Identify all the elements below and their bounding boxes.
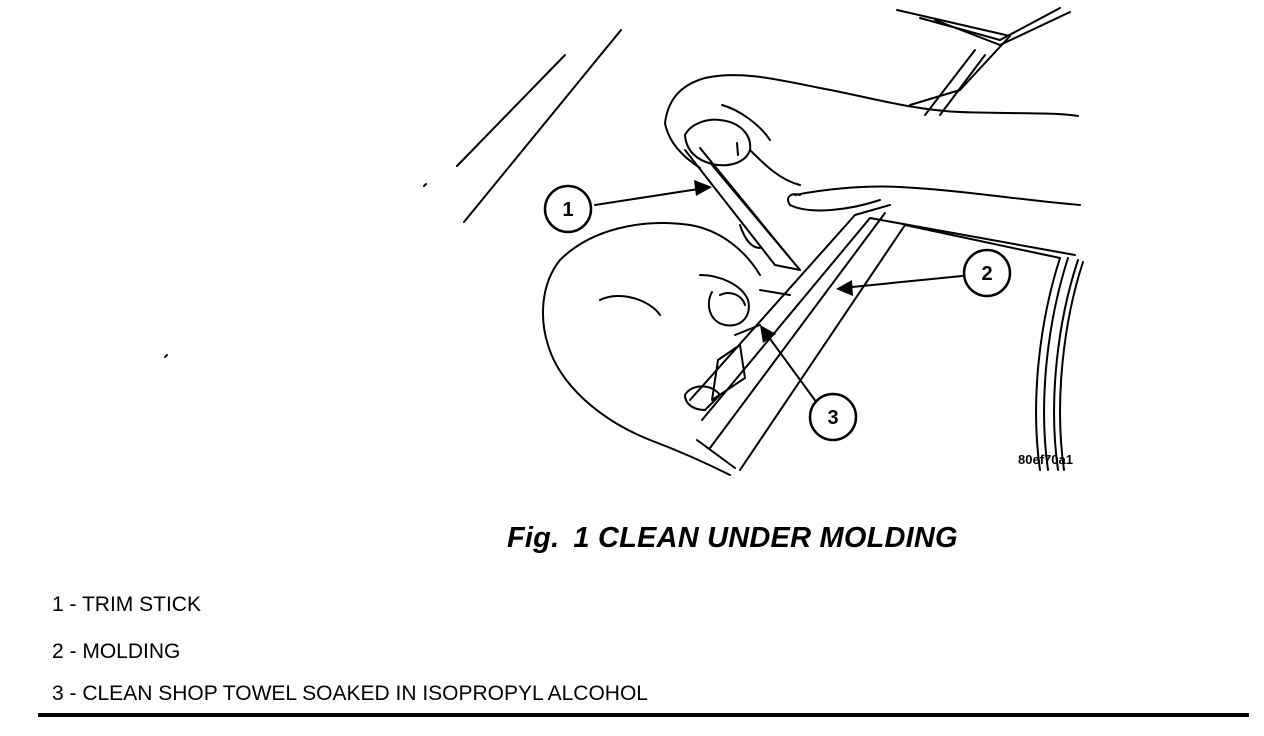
caption-number: 1 (573, 522, 590, 554)
figure-code: 80ef70a1 (1018, 452, 1073, 467)
callout-number: 2 (981, 263, 992, 285)
lower-hand (542, 222, 791, 476)
caption-prefix: Fig. (507, 522, 560, 554)
door-edge (1035, 257, 1084, 471)
roof-rail (896, 7, 1071, 116)
glass-reflection-lines (164, 29, 622, 358)
callout-2: 2 (962, 248, 1012, 298)
molding-strip (689, 204, 1076, 471)
figure-caption: Fig. 1 CLEAN UNDER MOLDING (507, 522, 958, 555)
figure-illustration: 1 2 3 80ef70a1 (164, 7, 1084, 476)
legend-item-trim-stick: 1 - TRIM STICK (52, 593, 201, 616)
caption-title: CLEAN UNDER MOLDING (597, 522, 958, 554)
legend-item-shop-towel: 3 - CLEAN SHOP TOWEL SOAKED IN ISOPROPYL… (52, 682, 648, 705)
callout-number: 1 (562, 199, 573, 221)
callout-1: 1 (543, 184, 593, 234)
trim-stick (684, 147, 801, 271)
arrowheads (694, 180, 853, 343)
bottom-divider (38, 713, 1249, 717)
leader-arrows (594, 187, 963, 404)
callout-3: 3 (808, 392, 858, 442)
callout-number: 3 (827, 407, 838, 429)
upper-hand (664, 74, 1081, 249)
legend-item-molding: 2 - MOLDING (52, 640, 181, 663)
